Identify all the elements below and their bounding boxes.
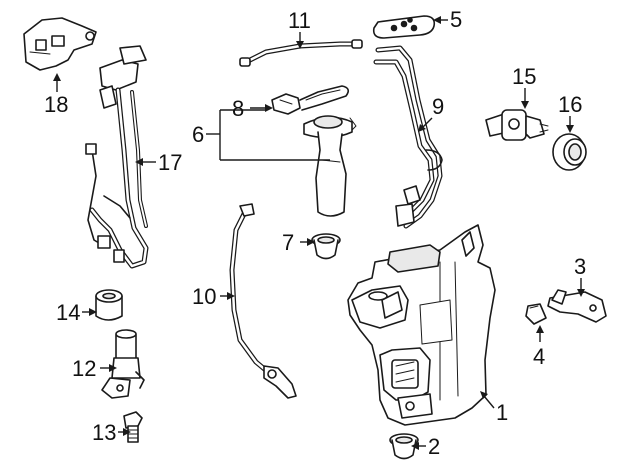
callout-1: 1 [496, 400, 508, 425]
filler-seal [372, 15, 436, 39]
grommet-upper [311, 233, 341, 260]
washer-pump [101, 329, 145, 399]
sensor-grommet [552, 133, 587, 171]
callout-4: 4 [533, 344, 545, 369]
retaining-clip [525, 303, 547, 325]
callout-6: 6 [192, 122, 204, 147]
callout-14: 14 [56, 300, 80, 325]
pump-seal [95, 289, 123, 321]
wiring-harness [85, 45, 149, 269]
washer-reservoir-tank [347, 224, 496, 426]
callout-7: 7 [282, 230, 294, 255]
callout-labels: 1 2 3 4 5 6 7 8 9 10 11 12 13 14 15 16 1… [44, 7, 586, 459]
filler-neck [303, 115, 357, 217]
callout-16: 16 [558, 92, 582, 117]
bolt [123, 411, 143, 443]
callout-8: 8 [232, 96, 244, 121]
callout-13: 13 [92, 420, 116, 445]
filler-cap [271, 85, 350, 115]
callout-3: 3 [574, 254, 586, 279]
washer-hose [229, 203, 297, 399]
callout-5: 5 [450, 7, 462, 32]
connector-bracket [23, 17, 97, 71]
callout-10: 10 [192, 284, 216, 309]
callout-9: 9 [432, 94, 444, 119]
callout-17: 17 [158, 150, 182, 175]
washer-hose-assembly [373, 45, 443, 229]
callout-11: 11 [288, 8, 311, 33]
callout-2: 2 [428, 434, 440, 459]
callout-15: 15 [512, 64, 536, 89]
leader-lines [53, 16, 585, 450]
grommet-lower [389, 433, 419, 460]
level-sensor [485, 109, 549, 141]
mounting-bracket [547, 289, 607, 323]
callout-18: 18 [44, 92, 68, 117]
callout-12: 12 [72, 356, 96, 381]
